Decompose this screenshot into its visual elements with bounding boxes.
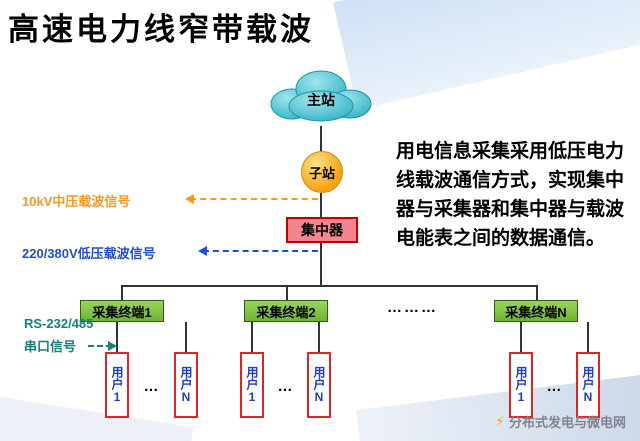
arrowhead-right-icon bbox=[108, 341, 122, 351]
connector-line bbox=[320, 193, 322, 218]
user-node-last: 用户N bbox=[174, 352, 198, 418]
page-title: 高速电力线窄带载波 bbox=[8, 12, 314, 47]
user-node-first: 用户1 bbox=[105, 352, 129, 418]
connector-line bbox=[320, 126, 322, 152]
watermark-text: 分布式发电与微电网 bbox=[508, 415, 626, 430]
terminal-node-2: 采集终端2 bbox=[244, 300, 328, 322]
watermark: ⚡ 分布式发电与微电网 bbox=[495, 412, 626, 431]
concentrator-node: 集中器 bbox=[286, 217, 358, 243]
bus-line bbox=[121, 285, 538, 287]
medium-voltage-signal-arrow bbox=[185, 194, 318, 204]
terminal-label: 采集终端2 bbox=[256, 304, 316, 320]
serial-signal-arrow bbox=[88, 341, 117, 351]
connector-line bbox=[320, 243, 322, 286]
terminal-node-1: 采集终端1 bbox=[80, 300, 164, 322]
cloud-icon bbox=[270, 70, 372, 122]
terminal-ellipsis: ……… bbox=[387, 299, 438, 316]
user-node-last: 用户N bbox=[307, 352, 331, 418]
substation-label: 子站 bbox=[308, 165, 335, 181]
connector-line bbox=[318, 322, 320, 352]
connector-line bbox=[286, 285, 288, 300]
connector-line bbox=[587, 322, 589, 352]
connector-line bbox=[185, 322, 187, 352]
master-station-node: 主站 bbox=[264, 66, 378, 126]
terminal-label: 采集终端1 bbox=[92, 304, 152, 320]
concentrator-label: 集中器 bbox=[301, 222, 343, 238]
connector-line bbox=[536, 285, 538, 300]
serial-signal-label-line2: 串口信号 bbox=[24, 339, 77, 354]
connector-line bbox=[116, 322, 118, 352]
user-ellipsis: … bbox=[277, 378, 293, 395]
arrowhead-left-icon bbox=[193, 246, 207, 256]
terminal-node-n: 采集终端N bbox=[494, 300, 578, 322]
lightning-icon: ⚡ bbox=[495, 413, 505, 429]
master-station-label: 主站 bbox=[307, 92, 335, 108]
connector-line bbox=[520, 322, 522, 352]
medium-voltage-signal-label: 10kV中压载波信号 bbox=[22, 194, 131, 209]
description-text: 用电信息采集采用低压电力线载波通信方式，实现集中器与采集器和集中器与载波电能表之… bbox=[396, 141, 625, 249]
low-voltage-signal-label: 220/380V低压载波信号 bbox=[22, 246, 156, 261]
user-ellipsis: … bbox=[143, 378, 159, 395]
background-decoration-top-right bbox=[333, 0, 640, 110]
user-node-first: 用户1 bbox=[509, 352, 533, 418]
terminal-label: 采集终端N bbox=[505, 304, 567, 320]
low-voltage-signal-arrow bbox=[198, 246, 318, 256]
serial-signal-label-line1: RS-232/485 bbox=[24, 316, 94, 331]
arrowhead-left-icon bbox=[180, 194, 194, 204]
user-node-first: 用户1 bbox=[240, 352, 264, 418]
connector-line bbox=[251, 322, 253, 352]
connector-line bbox=[121, 285, 123, 300]
substation-node: 子站 bbox=[301, 151, 343, 193]
user-ellipsis: … bbox=[546, 378, 562, 395]
user-node-last: 用户N bbox=[576, 352, 600, 418]
background-decoration-bottom-left bbox=[0, 391, 194, 441]
